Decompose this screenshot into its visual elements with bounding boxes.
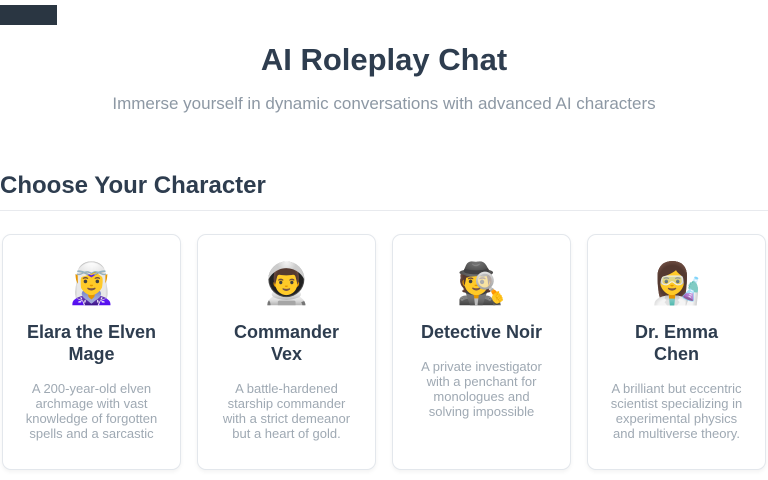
character-description: A battle-hardened starship commander wit… bbox=[222, 381, 351, 441]
character-grid: 🧝‍♀️ Elara the Elven Mage A 200-year-old… bbox=[2, 234, 766, 470]
character-description: A private investigator with a penchant f… bbox=[421, 359, 542, 419]
page-subtitle: Immerse yourself in dynamic conversation… bbox=[112, 94, 656, 113]
character-description: A 200-year-old elven archmage with vast … bbox=[25, 381, 158, 441]
character-name: Commander Vex bbox=[233, 322, 340, 364]
top-left-dark-bar bbox=[0, 5, 57, 25]
section-heading: Choose Your Character bbox=[0, 172, 266, 199]
character-name: Dr. Emma Chen bbox=[634, 322, 719, 364]
character-section: Choose Your Character 🧝‍♀️ Elara the Elv… bbox=[0, 172, 768, 470]
detective-emoji-icon: 🕵️ bbox=[456, 261, 507, 307]
woman-scientist-emoji-icon: 👩‍🔬 bbox=[651, 261, 702, 307]
elf-woman-emoji-icon: 🧝‍♀️ bbox=[66, 261, 117, 307]
character-name: Elara the Elven Mage bbox=[26, 322, 157, 364]
section-divider bbox=[0, 210, 768, 211]
page-header: AI Roleplay Chat Immerse yourself in dyn… bbox=[0, 0, 768, 114]
character-card-elara[interactable]: 🧝‍♀️ Elara the Elven Mage A 200-year-old… bbox=[2, 234, 181, 470]
character-description: A brilliant but eccentric scientist spec… bbox=[610, 381, 743, 441]
character-card-chen[interactable]: 👩‍🔬 Dr. Emma Chen A brilliant but eccent… bbox=[587, 234, 766, 470]
character-card-noir[interactable]: 🕵️ Detective Noir A private investigator… bbox=[392, 234, 571, 470]
man-astronaut-emoji-icon: 👨‍🚀 bbox=[261, 261, 312, 307]
character-card-vex[interactable]: 👨‍🚀 Commander Vex A battle-hardened star… bbox=[197, 234, 376, 470]
character-name: Detective Noir bbox=[420, 322, 543, 342]
page-title: AI Roleplay Chat bbox=[260, 42, 508, 77]
